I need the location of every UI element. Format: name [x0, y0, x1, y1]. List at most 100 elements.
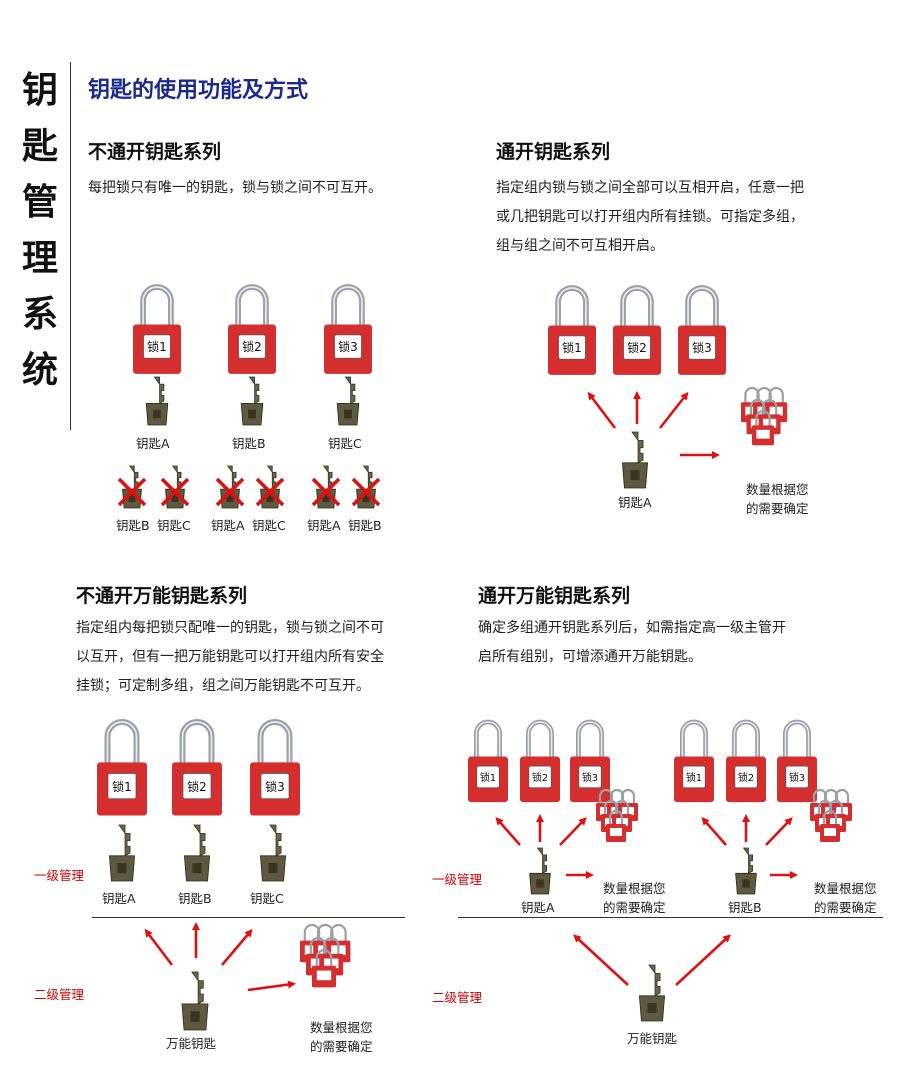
section4-desc-line: 启所有组别，可增添通开万能钥匙。	[478, 649, 702, 665]
key-label: 钥匙A	[618, 495, 652, 510]
level-divider	[92, 917, 405, 918]
lock-label: 锁1	[686, 771, 702, 784]
side-title-char: 匙	[22, 125, 59, 167]
padlock-icon: 锁2	[613, 285, 661, 375]
quantity-note-line: 数量根据您	[814, 881, 877, 896]
key-label: 钥匙C	[328, 436, 362, 451]
side-title-char: 理	[22, 237, 59, 279]
crossed-key-label: 钥匙C	[252, 518, 286, 533]
key-icon	[638, 964, 666, 1022]
arrow-icon	[573, 934, 629, 986]
side-title-char: 钥	[22, 69, 59, 111]
lock-label: 锁2	[627, 340, 647, 355]
lock-label: 锁3	[265, 779, 285, 794]
arrow-icon	[587, 391, 617, 429]
padlock-icon: 锁1	[468, 719, 508, 803]
level1-label: 一级管理	[34, 868, 85, 883]
key-label: 钥匙B	[178, 891, 212, 906]
section3-desc-line: 指定组内每把锁只配唯一的钥匙，锁与锁之间不可	[76, 620, 384, 636]
section1-title: 不通开钥匙系列	[88, 141, 222, 163]
arrow-icon	[221, 928, 253, 966]
quantity-note-line: 的需要确定	[310, 1039, 373, 1054]
arrow-icon	[701, 816, 727, 846]
quantity-note: 数量根据您 的需要确定	[814, 878, 877, 916]
level1-label: 一级管理	[432, 872, 483, 887]
arrow-icon	[559, 817, 587, 846]
padlock-icon: 锁1	[133, 284, 181, 374]
crossed-key-label: 钥匙A	[211, 518, 245, 533]
level-divider	[458, 917, 883, 918]
section2-desc-line: 或几把钥匙可以打开组内所有挂锁。可指定多组，	[496, 209, 804, 225]
padlock-icon: 锁1	[97, 719, 147, 816]
key-icon	[220, 465, 240, 509]
quantity-note-line: 数量根据您	[310, 1020, 373, 1035]
lock-label: 锁2	[738, 771, 754, 784]
section3-desc-line: 挂锁；可定制多组，组之间万能钥匙不可互开。	[76, 678, 370, 694]
lock-label: 锁1	[147, 339, 167, 354]
key-icon	[336, 376, 360, 426]
side-divider	[70, 62, 71, 430]
padlock-icon: 锁2	[172, 719, 222, 816]
arrow-icon	[247, 980, 296, 992]
padlock-icon: 锁3	[570, 719, 610, 803]
key-icon	[316, 465, 336, 509]
cross-mark-icon	[215, 477, 245, 507]
lock-label: 锁1	[562, 340, 582, 355]
side-title: 钥 匙 管 理 系 统	[22, 62, 62, 398]
side-title-char: 系	[22, 293, 59, 335]
key-label: 钥匙B	[728, 900, 762, 915]
lock-label: 锁2	[532, 771, 548, 784]
lock-label: 锁2	[242, 339, 262, 354]
key-label: 钥匙A	[102, 891, 136, 906]
crossed-key-label: 钥匙A	[307, 518, 341, 533]
padlock-icon	[752, 410, 774, 446]
arrow-icon	[658, 391, 689, 429]
master-key-label: 万能钥匙	[166, 1036, 217, 1051]
padlock-icon: 锁3	[250, 719, 300, 816]
section2-title: 通开钥匙系列	[496, 141, 611, 163]
padlock-icon	[820, 809, 840, 842]
quantity-note-line: 的需要确定	[814, 900, 877, 915]
quantity-note: 数量根据您 的需要确定	[746, 479, 809, 517]
section2-desc: 指定组内锁与锁之间全部可以互相开启，任意一把 或几把钥匙可以打开组内所有挂锁。可…	[496, 174, 804, 261]
cross-mark-icon	[160, 477, 190, 507]
arrow-icon	[144, 928, 174, 966]
key-icon	[621, 431, 649, 489]
section4-desc: 确定多组通开钥匙系列后，如需指定高一级主管开 启所有组别，可增添通开万能钥匙。	[478, 614, 786, 672]
key-icon	[181, 971, 209, 1031]
key-icon	[240, 376, 264, 426]
level2-label: 二级管理	[432, 990, 483, 1005]
section2-desc-line: 指定组内锁与锁之间全部可以互相开启，任意一把	[496, 180, 804, 196]
key-icon	[145, 376, 169, 426]
key-label: 钥匙A	[136, 436, 170, 451]
side-title-char: 统	[22, 349, 59, 391]
padlock-icon: 锁2	[726, 719, 766, 803]
lock-label: 锁3	[692, 340, 712, 355]
section4-title: 通开万能钥匙系列	[478, 585, 631, 607]
side-title-char: 管	[22, 181, 59, 223]
key-icon	[183, 824, 211, 882]
padlock-icon: 锁1	[674, 719, 714, 803]
crossed-key-label: 钥匙B	[116, 518, 150, 533]
lock-label: 锁1	[112, 779, 132, 794]
cross-mark-icon	[311, 477, 341, 507]
page-header: 钥匙的使用功能及方式	[88, 78, 309, 103]
arrow-icon	[495, 816, 521, 846]
padlock-icon	[606, 809, 626, 842]
lock-label: 锁3	[789, 771, 805, 784]
key-label: 钥匙B	[232, 436, 266, 451]
section3-desc-line: 以互开，但有一把万能钥匙可以打开组内所有安全	[76, 649, 384, 665]
level2-label: 二级管理	[34, 987, 85, 1002]
section1-desc: 每把锁只有唯一的钥匙，锁与锁之间不可互开。	[88, 180, 382, 196]
cross-mark-icon	[255, 477, 285, 507]
quantity-note-line: 的需要确定	[746, 501, 809, 516]
crossed-key-label: 钥匙B	[348, 518, 382, 533]
quantity-note: 数量根据您 的需要确定	[603, 878, 666, 916]
key-icon	[735, 847, 757, 895]
arrow-icon	[765, 817, 793, 846]
lock-label: 锁1	[480, 771, 496, 784]
section3-title: 不通开万能钥匙系列	[76, 585, 248, 607]
key-icon	[259, 824, 287, 882]
padlock-icon	[312, 949, 336, 988]
